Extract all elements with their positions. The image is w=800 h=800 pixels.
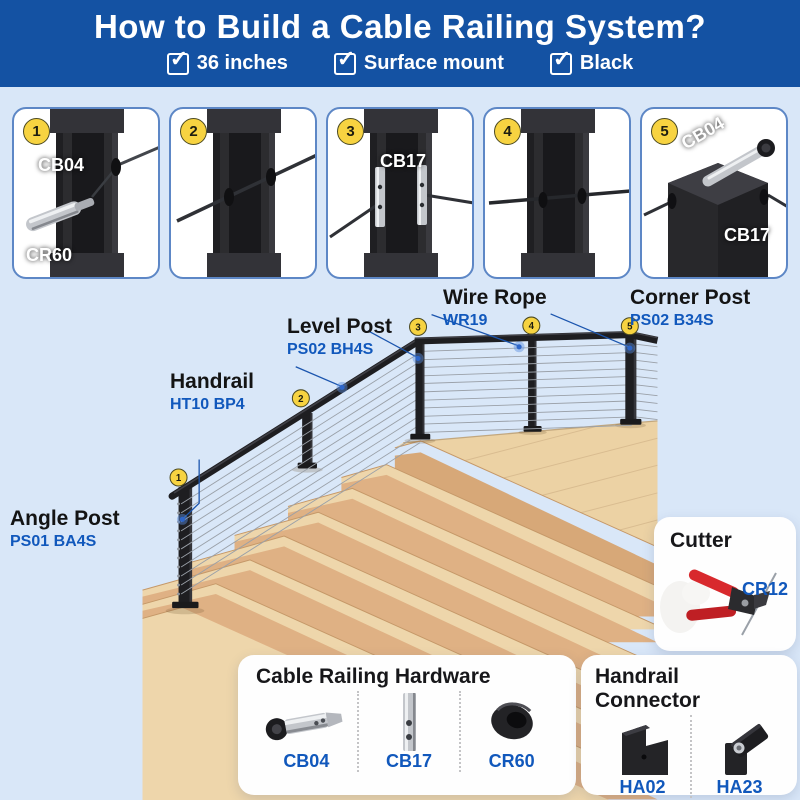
connector-item-code: HA02 xyxy=(619,777,666,797)
page-title: How to Build a Cable Railing System? xyxy=(93,8,707,45)
connector-item-ha02: HA02 xyxy=(595,715,690,798)
ha23-connector-icon xyxy=(724,724,768,775)
marker-4: 4 xyxy=(529,321,535,332)
post-closeup-illustration xyxy=(26,109,158,277)
hardware-item-code: CB04 xyxy=(283,751,330,771)
connector-card: Handrail Connector HA02 xyxy=(581,655,797,798)
step-panels-row: 1 CB04 CR60 xyxy=(0,87,800,285)
deck-cables xyxy=(422,343,632,433)
step-markers: 1 2 3 4 5 xyxy=(169,316,639,487)
marker-5: 5 xyxy=(627,322,633,333)
connector-item-code: HA23 xyxy=(716,777,763,797)
part-label: CB17 xyxy=(724,225,771,245)
step-panel-5: 5 CB04 CB17 xyxy=(640,107,788,279)
cr60-grommet-icon xyxy=(490,702,533,740)
callout-code: PS01 BA4S xyxy=(10,533,97,550)
callout-title: Angle Post xyxy=(10,507,120,530)
part-label: CB17 xyxy=(380,151,427,171)
marker-3: 3 xyxy=(415,322,421,333)
return-cables xyxy=(635,343,658,420)
cb17-fitting-icon xyxy=(403,693,416,751)
hardware-item-code: CR60 xyxy=(488,751,535,771)
callout-level-post: Level Post PS02 BH4S xyxy=(287,315,392,360)
callout-title: Wire Rope xyxy=(443,286,547,309)
callout-dots xyxy=(176,341,636,525)
post-closeup-illustration xyxy=(488,109,629,277)
checkbox-label: Surface mount xyxy=(363,52,504,74)
callout-angle-post: Angle Post PS01 BA4S xyxy=(10,507,120,552)
cutter-code: CR12 xyxy=(741,579,788,599)
callout-code: HT10 BP4 xyxy=(170,396,245,413)
checkmark-icon: ✓ xyxy=(166,46,189,75)
checkmark-icon: ✓ xyxy=(549,46,572,75)
corner-post-closeup-illustration xyxy=(643,139,786,277)
checkbox-surface-mount[interactable]: ✓ Surface mount xyxy=(333,46,504,75)
hardware-item-cb04: CB04 xyxy=(256,691,357,772)
callout-code: PS02 B34S xyxy=(630,312,714,329)
step-panel-3: 3 CB17 xyxy=(326,107,474,279)
callout-code: WR19 xyxy=(443,312,488,329)
cable-cutter-icon xyxy=(660,569,777,636)
feature-checklist: ✓ 36 inches ✓ Surface mount ✓ Black xyxy=(0,46,800,75)
ha02-connector-icon xyxy=(621,725,668,775)
checkbox-36-inches[interactable]: ✓ 36 inches xyxy=(166,46,288,75)
corner-post xyxy=(620,333,642,425)
cb04-fitting-icon xyxy=(266,712,343,741)
step-number-badge: 1 xyxy=(23,118,50,145)
callout-corner-post: Corner Post PS02 B34S xyxy=(630,286,750,331)
callout-title: Level Post xyxy=(287,315,393,338)
callout-title: Corner Post xyxy=(630,286,751,309)
cutter-card-title: Cutter xyxy=(670,529,732,552)
connector-card-title: Handrail Connector xyxy=(595,665,700,712)
level-post xyxy=(410,339,431,440)
checkbox-black[interactable]: ✓ Black xyxy=(549,46,634,75)
callout-code: PS02 BH4S xyxy=(287,341,374,358)
callout-handrail: Handrail HT10 BP4 xyxy=(170,370,254,415)
step-number-badge: 4 xyxy=(494,118,521,145)
hardware-item-cr60: CR60 xyxy=(459,691,562,772)
step-number-badge: 3 xyxy=(337,118,364,145)
callout-wire-rope: Wire Rope WR19 xyxy=(443,286,547,331)
header: How to Build a Cable Railing System? ✓ 3… xyxy=(0,0,800,87)
post-closeup-illustration xyxy=(329,109,472,277)
connector-item-ha23: HA23 xyxy=(690,715,787,798)
step-number-badge: 5 xyxy=(651,118,678,145)
hardware-card-title: Cable Railing Hardware xyxy=(256,665,491,688)
marker-1: 1 xyxy=(176,473,182,484)
step-panel-1: 1 CB04 CR60 xyxy=(12,107,160,279)
cutter-card: Cutter CR12 xyxy=(654,517,796,651)
railing-scene: 1 2 3 4 5 Angle Post PS01 BA4S Handrail … xyxy=(0,285,800,800)
stair-cables xyxy=(180,352,421,595)
marker-2: 2 xyxy=(298,394,303,405)
step-panel-2: 2 xyxy=(169,107,317,279)
checkbox-label: 36 inches xyxy=(196,52,288,74)
post-closeup-illustration xyxy=(176,109,315,277)
hardware-item-cb17: CB17 xyxy=(356,691,460,772)
checkbox-label: Black xyxy=(579,52,634,74)
callout-title: Handrail xyxy=(170,370,255,393)
callout-leader-lines xyxy=(183,313,629,519)
hardware-item-code: CB17 xyxy=(385,751,433,771)
step-number-badge: 2 xyxy=(180,118,207,145)
cable-end-studs xyxy=(177,502,180,596)
part-label: CR60 xyxy=(26,245,73,265)
part-label: CB04 xyxy=(38,155,85,175)
checkmark-icon: ✓ xyxy=(333,46,356,75)
hardware-card: Cable Railing Hardware CB04 xyxy=(238,655,576,795)
step-panel-4: 4 xyxy=(483,107,631,279)
